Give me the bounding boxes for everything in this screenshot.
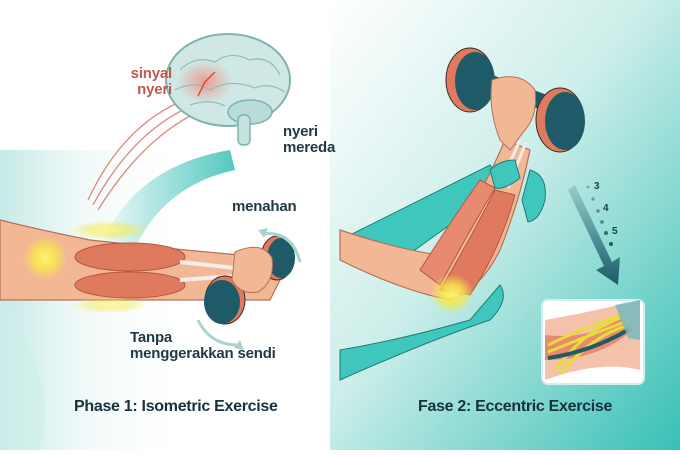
therapist-arm-bottom — [339, 284, 504, 381]
no-joint-movement-label: Tanpa menggerakkan sendi — [130, 330, 276, 362]
rep-count-5: 5 — [612, 226, 618, 237]
rotation-arrows-icon — [196, 232, 302, 347]
rep-dots — [586, 185, 613, 246]
pain-glow — [23, 236, 67, 280]
pain-signal-line2: nyeri — [137, 80, 172, 98]
pain-relief-line1: nyeri — [283, 123, 318, 140]
phase2-dumbbell-icon — [445, 47, 585, 153]
elbow-pain-glow — [430, 274, 474, 314]
no-joint-line2: menggerakkan sendi — [130, 344, 276, 362]
pain-relief-line2: mereda — [283, 138, 336, 156]
no-joint-line1: Tanpa — [130, 329, 173, 346]
downward-arrow-icon — [568, 185, 620, 285]
brain-icon — [165, 33, 291, 146]
phase2-arm — [339, 139, 531, 314]
phase1-dumbbell-icon — [204, 235, 295, 325]
pain-signal-label: sinyal nyeri — [108, 65, 173, 98]
tendon-inset — [541, 299, 645, 385]
phase2-title: Fase 2: Eccentric Exercise — [418, 398, 613, 415]
hold-label: menahan — [232, 198, 297, 215]
rep-count-3: 3 — [594, 181, 600, 192]
rep-count-4: 4 — [603, 203, 609, 214]
pain-relief-label: nyeri mereda — [283, 124, 335, 156]
phase1-title: Phase 1: Isometric Exercise — [74, 398, 278, 415]
pain-signal-line1: sinyal — [130, 65, 173, 82]
phase2-hand — [490, 76, 536, 151]
